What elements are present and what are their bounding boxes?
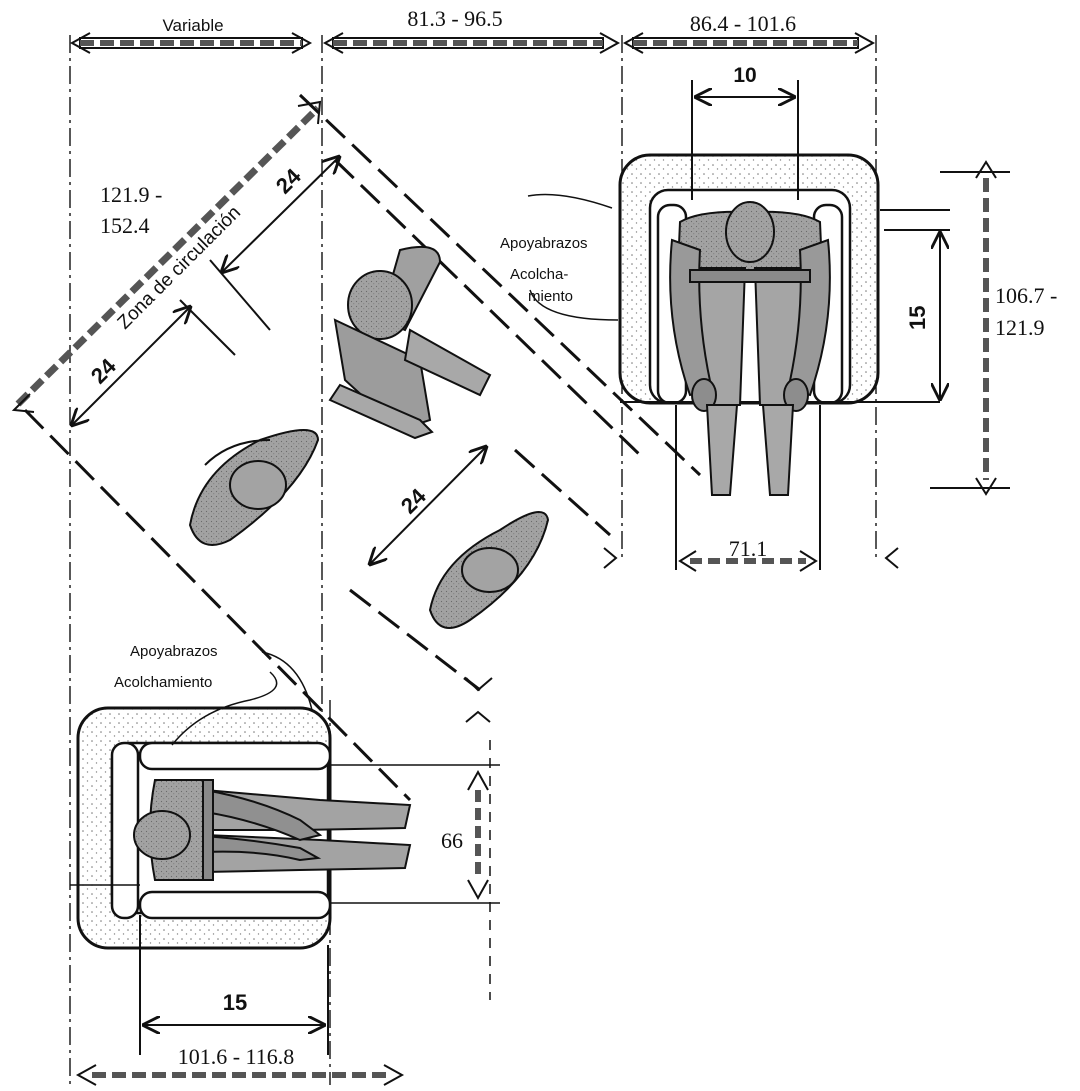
dim-15-right: 15: [905, 306, 930, 330]
dim-24-left: 24: [86, 353, 122, 389]
dim-24-lower: 24: [396, 483, 432, 519]
armrest-label-bottom: Apoyabrazos: [130, 643, 218, 660]
seated-figure-front: [669, 201, 831, 496]
dim-106-121-line2: 121.9: [995, 315, 1045, 340]
dim-15-bottom: 15: [223, 990, 247, 1015]
dim-121-152-line1: 121.9 -: [100, 182, 162, 207]
padding-label-bottom: Acolchamiento: [114, 674, 212, 691]
circulation-zone: [11, 93, 702, 802]
padding-label-top-1: Acolcha-: [510, 266, 568, 283]
walking-figure-upper: [328, 246, 492, 440]
dim-71-1: 71.1: [729, 536, 768, 561]
dim-106-121-line1: 106.7 -: [995, 283, 1057, 308]
dim-10: 10: [733, 64, 756, 87]
seated-figure-side: [133, 779, 412, 881]
right-height-bar: [930, 160, 1010, 496]
dim-86-101: 86.4 - 101.6: [690, 11, 796, 36]
padding-label-top-2: miento: [528, 288, 573, 305]
walking-figure-lower: [428, 511, 550, 629]
label-leaders: [171, 193, 619, 746]
dim-81-96: 81.3 - 96.5: [407, 6, 502, 31]
dim-variable: Variable: [162, 16, 223, 35]
top-dimension-bars: [69, 32, 876, 54]
armrest-label-top: Apoyabrazos: [500, 235, 588, 252]
armchair-top-right: [603, 80, 950, 572]
dim-66: 66: [441, 828, 463, 853]
dim-101-116: 101.6 - 116.8: [178, 1044, 295, 1069]
armchair-bottom-left: [70, 706, 500, 1086]
dim-121-152-line2: 152.4: [100, 213, 150, 238]
walking-figure-left: [188, 429, 320, 546]
